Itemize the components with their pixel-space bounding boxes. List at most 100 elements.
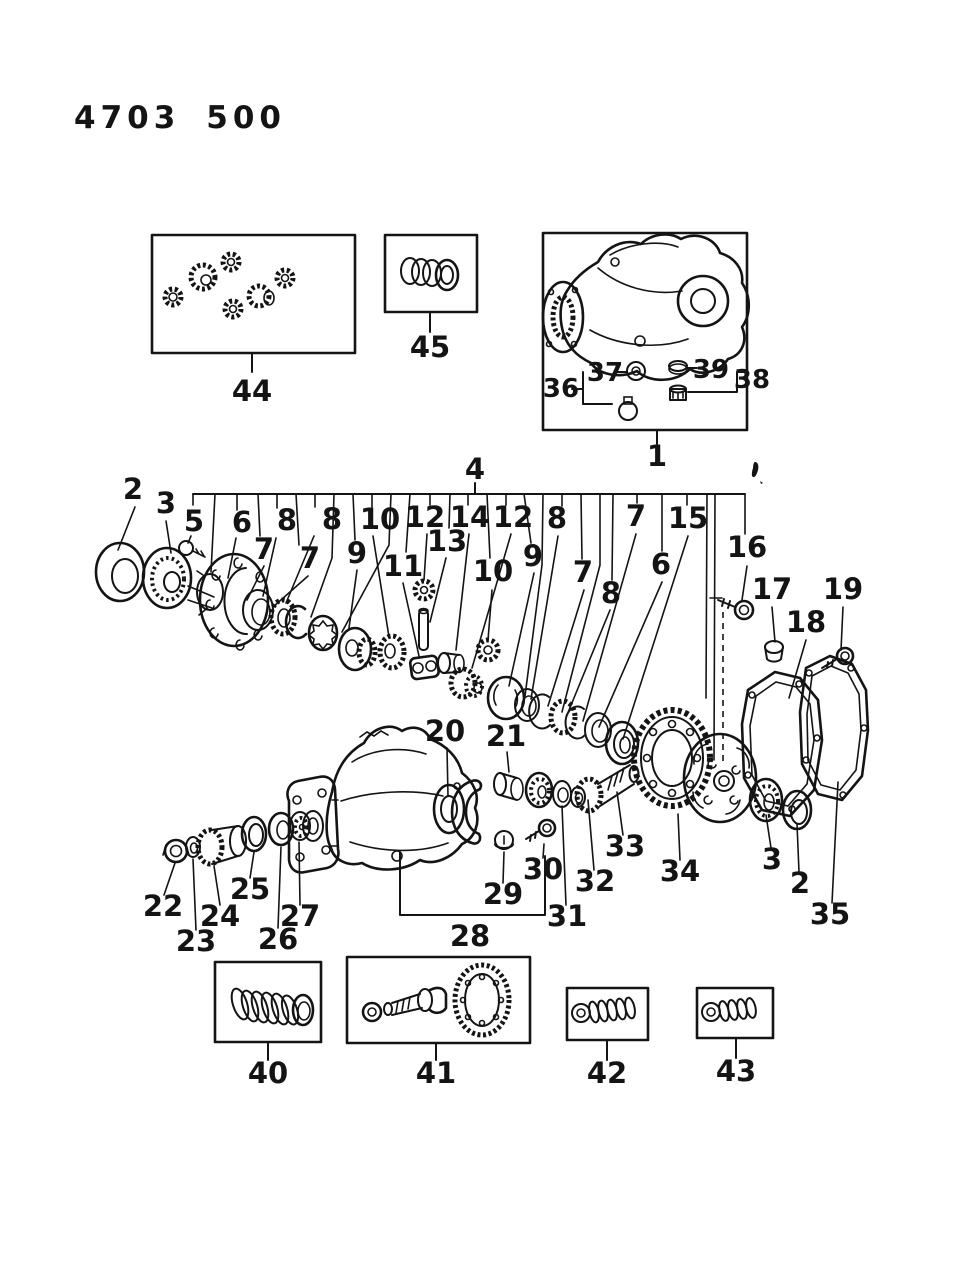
callout-3a: 3 [156, 486, 176, 520]
spacer-21-drawing [493, 772, 524, 801]
callout-14: 14 [450, 500, 490, 534]
callout-9b: 9 [523, 539, 543, 573]
filler-plug-38-drawing [669, 384, 687, 401]
bracket-38 [687, 371, 745, 393]
callout-7b: 7 [300, 541, 320, 575]
callout-5: 5 [184, 504, 204, 538]
callout-41: 41 [416, 1056, 456, 1090]
cap-bolt-16-drawing [709, 597, 755, 621]
pinion-nut-22-drawing [162, 838, 190, 864]
callout-8d: 8 [601, 576, 621, 610]
callout-3b: 3 [762, 842, 782, 876]
callout-22: 22 [143, 889, 183, 923]
callout-36: 36 [543, 374, 579, 404]
callout-12b: 12 [493, 500, 533, 534]
callout-10b: 10 [473, 554, 513, 588]
mate-gear-12a-drawing [412, 578, 436, 602]
bushing-17-drawing [764, 640, 784, 663]
print-artifact [751, 462, 763, 484]
plug-bolt-19-drawing [821, 646, 855, 669]
thrust-block-11-drawing [408, 654, 440, 681]
shim-washer-set-drawing [514, 688, 612, 748]
callout-6b: 6 [651, 547, 671, 581]
callout-40: 40 [248, 1056, 288, 1090]
pinion-gear-10a-drawing [377, 633, 407, 671]
pinion-gear-10b-drawing [475, 637, 501, 663]
shim-31-drawing [552, 780, 572, 808]
callout-28: 28 [450, 919, 490, 953]
kit-box-40 [213, 960, 323, 1061]
callout-45: 45 [410, 330, 450, 364]
callout-16: 16 [727, 530, 767, 564]
callout-21: 21 [486, 719, 526, 753]
callout-7d: 7 [626, 499, 646, 533]
carrier-assembly-box-1 [541, 231, 751, 445]
diff-case-34-drawing [682, 732, 758, 824]
callout-27: 27 [280, 899, 320, 933]
bracket-4-leaders [187, 482, 748, 761]
snap-ring-8b-drawing [284, 604, 308, 640]
bolt-30-drawing [525, 818, 557, 842]
callout-32: 32 [575, 864, 615, 898]
gasket-18-drawing [740, 670, 824, 818]
kit-box-45 [383, 233, 479, 333]
callout-44: 44 [232, 374, 272, 408]
callout-34: 34 [660, 854, 700, 888]
washer-39-drawing [668, 360, 688, 375]
spring-icon-42 [571, 996, 636, 1024]
bracket-36 [571, 371, 613, 405]
pinion-shaft-13-drawing [418, 607, 429, 651]
retainer-9b-drawing [486, 675, 526, 721]
kit-box-43 [695, 986, 775, 1059]
front-bearing-drawing [524, 771, 554, 809]
callout-12a: 12 [405, 500, 445, 534]
spline-washer-8a-drawing [268, 597, 298, 637]
catalog-code-right: 500 [206, 100, 286, 136]
gear-set-icon [361, 962, 512, 1038]
callout-1: 1 [647, 439, 667, 473]
drive-pinion-33-drawing [574, 764, 640, 814]
callout-20: 20 [425, 714, 465, 748]
callout-2a: 2 [123, 472, 143, 506]
gear-bearing-cluster-drawing [448, 666, 484, 700]
bolt-5-drawing [178, 540, 206, 558]
side-gear-9a-drawing [337, 626, 378, 672]
callout-7c: 7 [573, 555, 593, 589]
callout-17: 17 [752, 572, 792, 606]
ring-gear-drawing [631, 707, 713, 809]
lock-washer-drawing [307, 614, 339, 652]
callout-9a: 9 [347, 536, 367, 570]
washer-icons [400, 257, 460, 292]
callout-39: 39 [693, 355, 729, 385]
dust-seal-25-drawing [240, 815, 268, 853]
callout-15: 15 [668, 501, 708, 535]
callout-37: 37 [587, 358, 623, 388]
callout-8c: 8 [547, 501, 567, 535]
callout-38: 38 [734, 365, 770, 395]
lock-nut-29-drawing [494, 830, 514, 850]
callout-35: 35 [810, 897, 850, 931]
callout-31: 31 [547, 899, 587, 933]
callout-8b: 8 [322, 502, 342, 536]
collapsible-spacer-icon [230, 987, 315, 1027]
kit-box-44 [150, 233, 357, 373]
callout-10a: 10 [360, 502, 400, 536]
bevel-gear-icons [162, 251, 296, 320]
callout-labels: 44 45 36 37 39 38 1 2 3 4 5 6 7 8 7 8 9 … [123, 330, 863, 1090]
callout-11: 11 [383, 549, 423, 583]
catalog-code: 4703 500 [74, 100, 286, 136]
callout-19: 19 [823, 572, 863, 606]
drain-plug-36-drawing [618, 396, 638, 421]
axle-seal-2a-drawing [94, 541, 146, 603]
callout-29: 29 [483, 877, 523, 911]
kit-box-41 [345, 955, 532, 1061]
callout-23: 23 [176, 924, 216, 958]
callout-8a: 8 [277, 503, 297, 537]
catalog-code-left: 4703 [74, 100, 181, 136]
callout-42: 42 [587, 1056, 627, 1090]
spring-icon-43 [701, 997, 757, 1022]
carrier-housing-drawing [541, 233, 751, 382]
rear-cover-35-drawing [798, 654, 870, 802]
